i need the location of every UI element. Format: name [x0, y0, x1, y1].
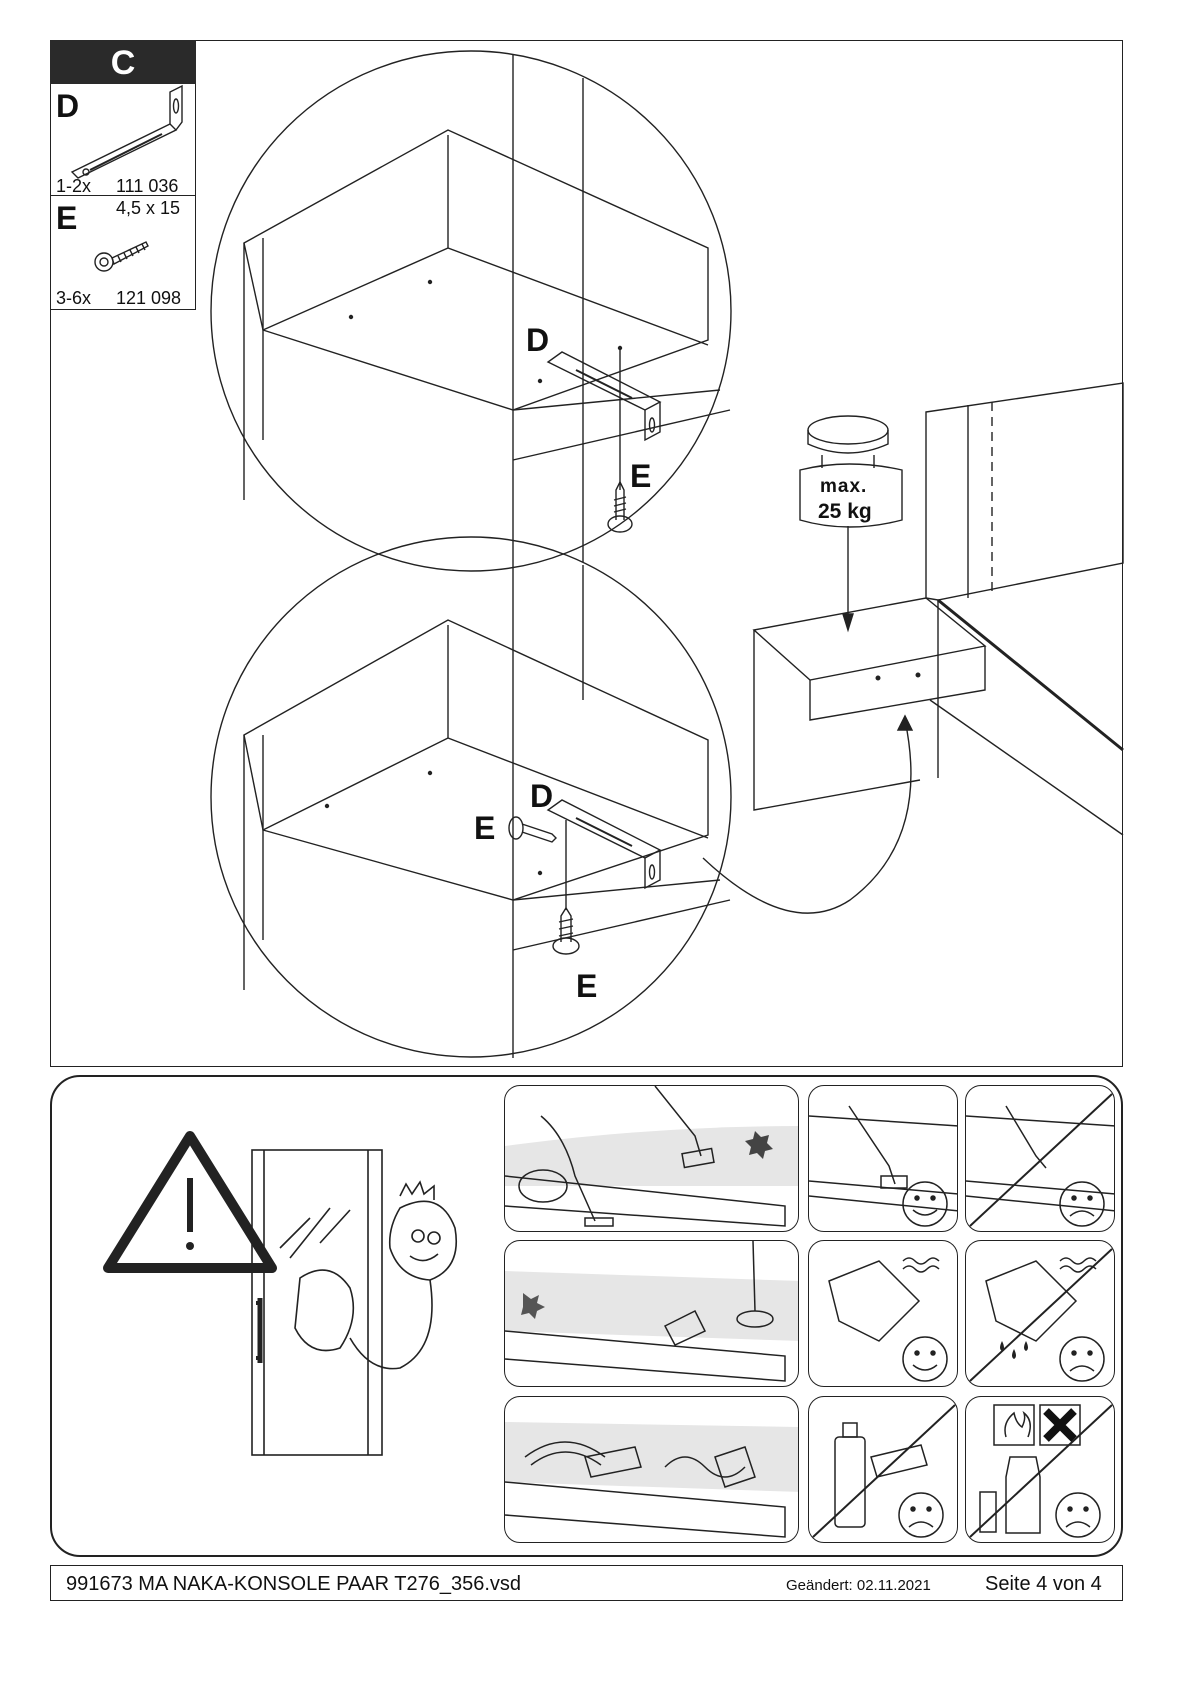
footer-page-number: Seite 4 von 4: [985, 1573, 1102, 1596]
detail-circle-top: [211, 51, 731, 571]
callout-bottom-e-lower: E: [576, 968, 597, 1005]
detail-circle-bottom: [211, 537, 731, 1057]
care-panel-vacuum: [504, 1085, 799, 1232]
callout-bottom-e-left: E: [474, 810, 495, 847]
callout-top-e: E: [630, 458, 651, 495]
care-panel-wet-cloth: [965, 1240, 1115, 1387]
glass-door-cleaning-icon: [250, 1148, 480, 1468]
footer-changed-date: Geändert: 02.11.2021: [786, 1577, 931, 1594]
care-panel-polish: [504, 1240, 799, 1387]
care-panel-soft-brush: [808, 1085, 958, 1232]
care-panel-hard-brush: [965, 1085, 1115, 1232]
care-panel-wipe-along: [504, 1396, 799, 1543]
callout-bottom-d: D: [530, 778, 553, 815]
care-panel-dry-cloth: [808, 1240, 958, 1387]
footer-filename: 991673 MA NAKA-KONSOLE PAAR T276_356.vsd: [66, 1573, 521, 1596]
care-panel-chemical-spray: [965, 1396, 1115, 1543]
care-panel-detergent: [808, 1396, 958, 1543]
callout-top-d: D: [526, 322, 549, 359]
weight-line1: max.: [820, 476, 867, 498]
weight-line2: 25 kg: [818, 500, 872, 524]
